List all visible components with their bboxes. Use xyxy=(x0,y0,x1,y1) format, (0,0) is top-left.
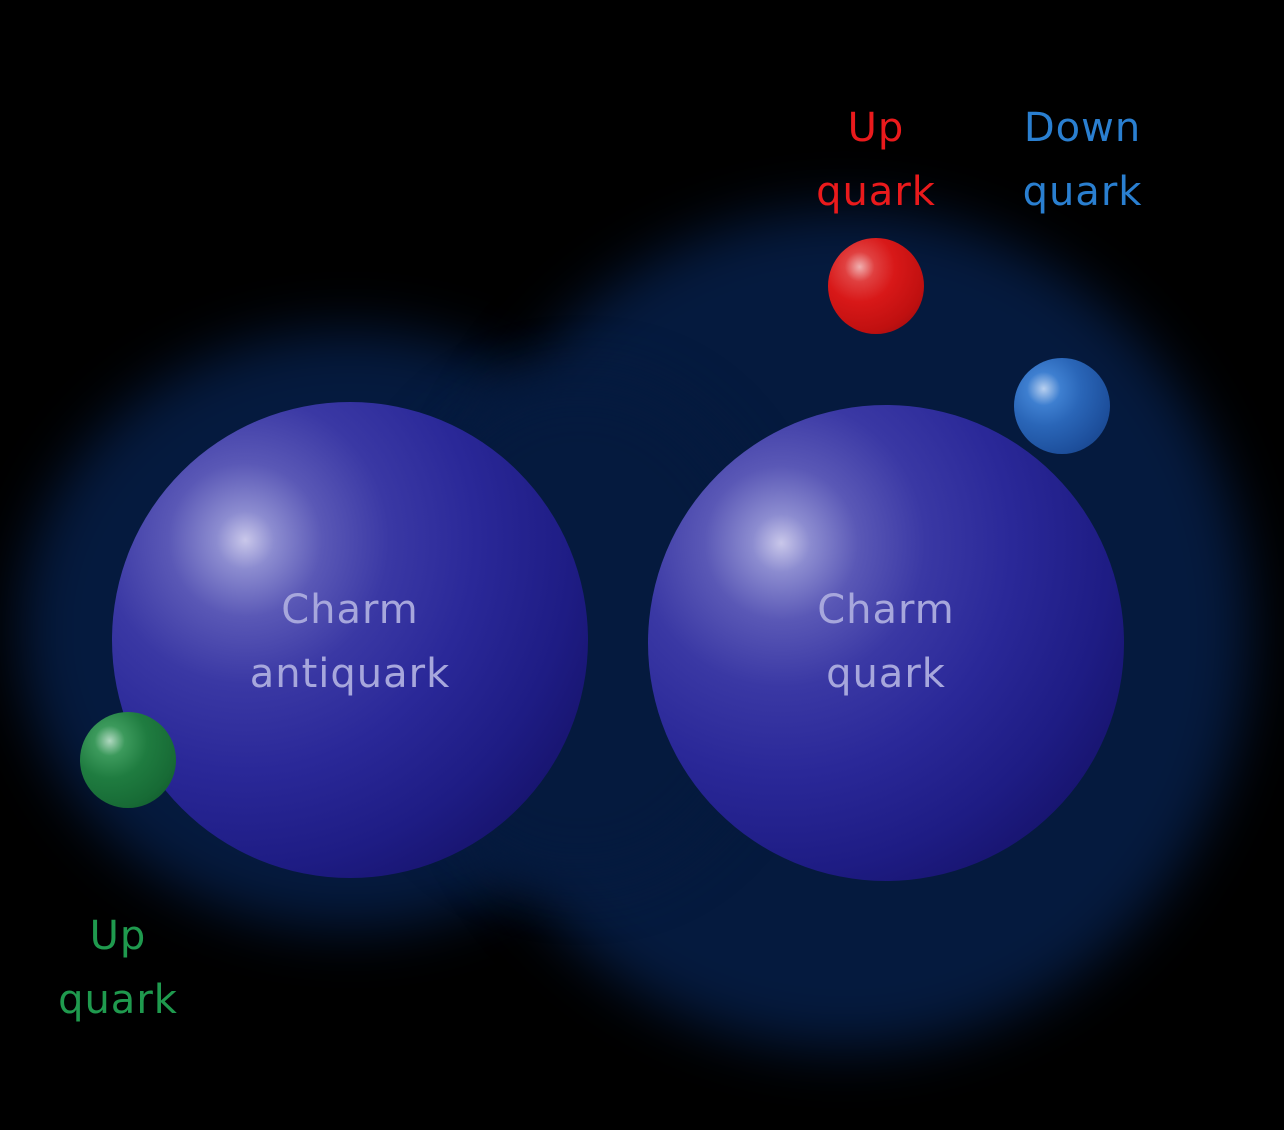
charm-quark-sphere xyxy=(648,405,1124,881)
charm-antiquark-sphere xyxy=(112,402,588,878)
label-line: Charm xyxy=(817,587,955,633)
label-line: quark xyxy=(58,977,178,1023)
up-quark-green-label: Up quark xyxy=(38,904,198,1032)
label-line: Charm xyxy=(281,587,419,633)
label-line: quark xyxy=(816,169,936,215)
up-quark-green-sphere xyxy=(80,712,176,808)
down-quark-blue-sphere xyxy=(1014,358,1110,454)
down-quark-blue-label: Down quark xyxy=(1000,96,1165,224)
label-line: quark xyxy=(826,651,946,697)
label-line: antiquark xyxy=(249,651,451,697)
label-line: quark xyxy=(1022,169,1143,215)
up-quark-red-label: Up quark xyxy=(796,96,956,224)
up-quark-red-sphere xyxy=(828,238,924,334)
label-line: Up xyxy=(847,105,905,151)
label-line: Down xyxy=(1023,105,1142,151)
charm-antiquark-label: Charm antiquark xyxy=(190,578,510,706)
label-line: Up xyxy=(89,913,147,959)
charm-quark-label: Charm quark xyxy=(726,578,1046,706)
